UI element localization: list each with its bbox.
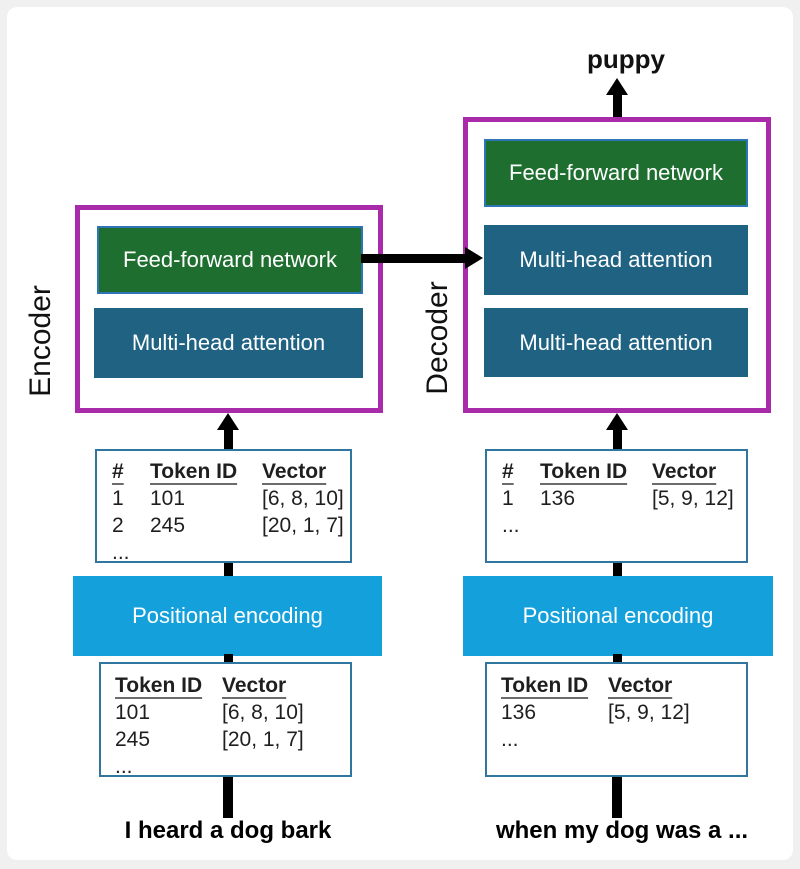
table-ellipsis: ... (502, 514, 520, 537)
encoder-attention-layer: Multi-head attention (94, 308, 363, 378)
decoder-attention-2-label: Multi-head attention (519, 329, 713, 355)
table-ellipsis: ... (112, 541, 130, 564)
column-header-vector: Vector (262, 460, 327, 483)
table-cell: 2 (112, 514, 124, 537)
connector-line (223, 777, 233, 818)
decoder-positional-encoding: Positional encoding (463, 576, 773, 656)
encoder-embedding-table: # Token ID Vector 1 101 [6, 8, 10] 2 245… (95, 449, 352, 564)
decoder-feed-forward-label: Feed-forward network (509, 160, 723, 185)
encoder-positional-encoding: Positional encoding (73, 576, 382, 656)
connector-line (612, 777, 622, 818)
decoder-input-text: when my dog was a ... (495, 817, 749, 844)
table-cell: 101 (115, 701, 151, 724)
encoder-to-decoder-arrowhead-icon (465, 247, 483, 269)
column-header-token-id: Token ID (540, 460, 628, 483)
column-header-token-id: Token ID (115, 674, 203, 697)
table-ellipsis: ... (501, 728, 519, 751)
table-cell: 245 (115, 728, 151, 751)
column-header-token-id: Token ID (501, 674, 589, 697)
table-cell: [5, 9, 12] (608, 701, 690, 724)
table-cell: 1 (502, 487, 514, 510)
decoder-output-arrow-line (613, 93, 622, 118)
decoder-input-arrowhead-icon (606, 413, 628, 430)
table-cell: [6, 8, 10] (222, 701, 304, 724)
decoder-input-arrow-line (613, 428, 622, 449)
decoder-embedding-table: # Token ID Vector 1 136 [5, 9, 12] ... (485, 449, 748, 563)
encoder-positional-encoding-label: Positional encoding (132, 603, 323, 628)
encoder-input-text: I heard a dog bark (124, 817, 332, 844)
encoder-box (75, 205, 383, 413)
encoder-feed-forward-layer: Feed-forward network (97, 226, 363, 294)
decoder-output-token: puppy (587, 44, 665, 74)
decoder-feed-forward-layer: Feed-forward network (484, 139, 748, 207)
column-header-number: # (502, 460, 514, 483)
encoder-attention-label: Multi-head attention (131, 330, 326, 355)
encoder-input-arrowhead-icon (217, 413, 239, 430)
encoder-to-decoder-arrow-line (361, 254, 467, 263)
connector-line (224, 563, 233, 576)
encoder-token-table: Token ID Vector 101 [6, 8, 10] 245 [20, … (99, 662, 352, 778)
connector-line (613, 654, 622, 663)
table-cell: 136 (501, 701, 537, 724)
table-cell: [5, 9, 12] (652, 487, 734, 510)
table-cell: 101 (150, 487, 186, 510)
column-header-vector: Vector (652, 460, 717, 483)
table-cell: [20, 1, 7] (222, 728, 304, 751)
column-header-vector: Vector (608, 674, 673, 697)
table-ellipsis: ... (115, 755, 133, 778)
table-cell: [20, 1, 7] (262, 514, 344, 537)
table-cell: 245 (150, 514, 186, 537)
decoder-attention-layer-2: Multi-head attention (484, 308, 748, 377)
decoder-output-arrowhead-icon (606, 78, 628, 95)
connector-line (613, 563, 622, 576)
decoder-label: Decoder (421, 281, 454, 395)
column-header-number: # (112, 460, 124, 483)
decoder-attention-layer-1: Multi-head attention (484, 225, 748, 295)
table-cell: 1 (112, 487, 124, 510)
encoder-label: Encoder (24, 285, 57, 397)
table-cell: [6, 8, 10] (262, 487, 344, 510)
decoder-attention-1-label: Multi-head attention (519, 247, 713, 272)
encoder-input-arrow-line (224, 428, 233, 449)
table-cell: 136 (540, 487, 576, 510)
decoder-token-table: Token ID Vector 136 [5, 9, 12] ... (485, 662, 748, 777)
decoder-positional-encoding-label: Positional encoding (522, 603, 714, 628)
column-header-token-id: Token ID (150, 460, 238, 483)
connector-line (224, 654, 233, 663)
encoder-feed-forward-label: Feed-forward network (123, 247, 337, 272)
column-header-vector: Vector (222, 674, 287, 697)
